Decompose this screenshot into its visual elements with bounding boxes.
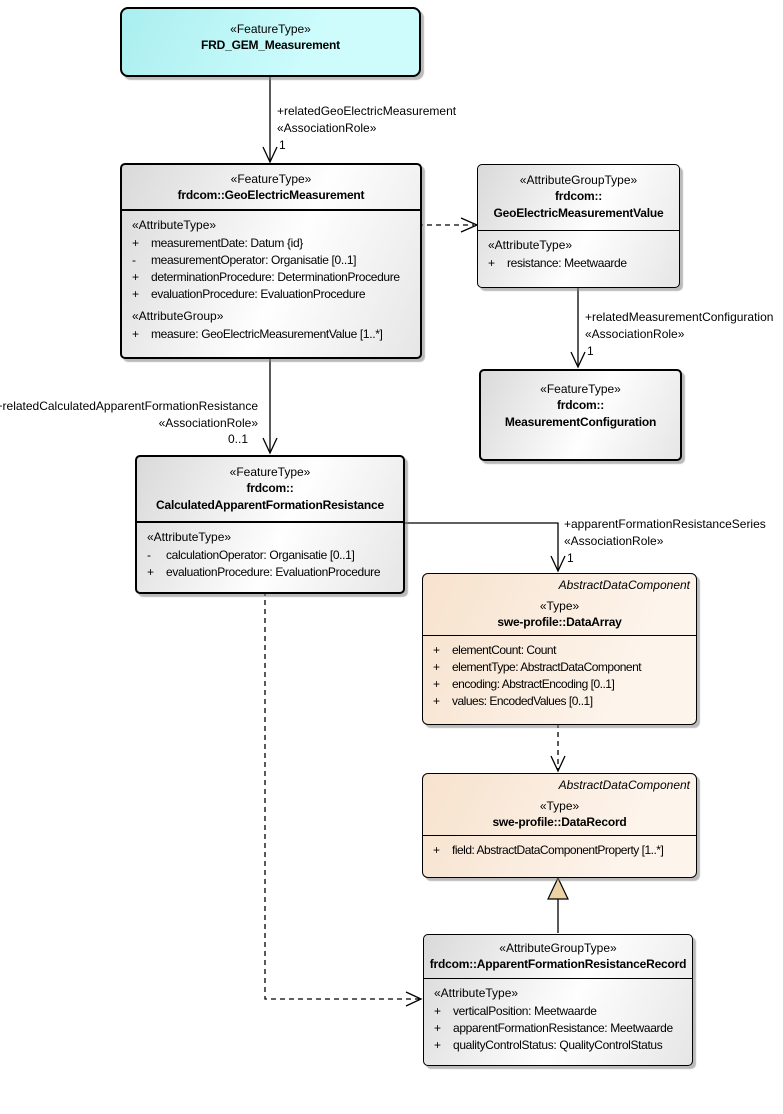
- association-apparent-formation-resistance-series: [401, 522, 566, 573]
- class-name: frdcom::ApparentFormationResistanceRecor…: [429, 957, 687, 971]
- class-name-line2: CalculatedApparentFormationResistance: [156, 498, 384, 512]
- stereotype-label-association-role: «AssociationRole»: [564, 534, 664, 548]
- multiplicity-label: 1: [567, 551, 574, 565]
- attribute-row: + elementCount: Count: [433, 643, 556, 657]
- class-name-line1: frdcom::: [246, 481, 294, 495]
- class-data-array[interactable]: AbstractDataComponent «Type» swe-profile…: [422, 573, 697, 725]
- attribute-row: + measure: GeoElectricMeasurementValue […: [132, 327, 383, 341]
- association-related-measurement-configuration: [570, 286, 586, 369]
- class-geo-electric-measurement[interactable]: «FeatureType» frdcom::GeoElectricMeasure…: [120, 163, 422, 359]
- stereotype-label: «AttributeGroupType»: [499, 941, 617, 955]
- attribute-row: + field: AbstractDataComponentProperty […: [433, 843, 664, 857]
- attribute-row: - measurementOperator: Organisatie [0..1…: [132, 253, 357, 267]
- stereotype-label: «FeatureType»: [230, 22, 311, 36]
- class-name: frdcom::GeoElectricMeasurement: [177, 188, 365, 202]
- parent-class-label: AbstractDataComponent: [558, 778, 690, 792]
- stereotype-label-association-role: «AssociationRole»: [277, 121, 377, 135]
- attribute-group-label: «AttributeType»: [488, 238, 573, 252]
- class-name-line1: frdcom::: [556, 398, 605, 412]
- attribute-group-label: «AttributeType»: [147, 530, 232, 544]
- class-name: FRD_GEM_Measurement: [201, 38, 340, 52]
- role-label-related-geo-electric-measurement: +relatedGeoElectricMeasurement: [277, 104, 457, 118]
- class-name-line2: MeasurementConfiguration: [504, 415, 657, 429]
- attribute-row: - calculationOperator: Organisatie [0..1…: [147, 548, 355, 562]
- stereotype-label: «Type»: [539, 799, 580, 813]
- multiplicity-label: 0..1: [227, 432, 248, 446]
- stereotype-label-association-role: «AssociationRole»: [585, 327, 685, 341]
- attribute-row: + verticalPosition: Meetwaarde: [434, 1004, 597, 1018]
- role-label-apparent-formation-resistance-series: +apparentFormationResistanceSeries: [564, 517, 766, 531]
- attribute-row: + apparentFormationResistance: Meetwaard…: [434, 1021, 673, 1035]
- attribute-row: + elementType: AbstractDataComponent: [433, 660, 642, 674]
- association-related-geo-electric-measurement: [262, 73, 278, 164]
- stereotype-label: «Type»: [539, 599, 580, 613]
- class-calculated-apparent-formation-resistance[interactable]: «FeatureType» frdcom:: CalculatedApparen…: [135, 455, 405, 594]
- parent-class-label: AbstractDataComponent: [558, 578, 690, 592]
- attribute-group-label: «AttributeGroup»: [132, 309, 224, 323]
- class-data-record[interactable]: AbstractDataComponent «Type» swe-profile…: [422, 773, 697, 878]
- multiplicity-label: 1: [279, 138, 286, 152]
- stereotype-label: «FeatureType»: [229, 465, 311, 479]
- attribute-row: + measurementDate: Datum {id}: [132, 236, 303, 250]
- attribute-row: + determinationProcedure: DeterminationP…: [132, 270, 400, 284]
- class-apparent-formation-resistance-record[interactable]: «AttributeGroupType» frdcom::ApparentFor…: [423, 934, 693, 1066]
- role-label-related-calculated-apparent-formation-resistance: +relatedCalculatedApparentFormationResis…: [0, 399, 258, 413]
- class-name: swe-profile::DataArray: [497, 615, 622, 629]
- class-name-line1: frdcom::: [554, 189, 603, 203]
- attribute-row: + evaluationProcedure: EvaluationProcedu…: [132, 287, 366, 301]
- dependency-measure-to-measurement-value: [418, 217, 479, 233]
- class-name: swe-profile::DataRecord: [492, 815, 627, 829]
- class-measurement-configuration[interactable]: «FeatureType» frdcom:: MeasurementConfig…: [479, 369, 682, 461]
- stereotype-label: «FeatureType»: [540, 382, 621, 396]
- association-related-calculated-apparent-formation-resistance: [262, 355, 278, 455]
- dependency-calc-resistance-to-record: [264, 591, 423, 1007]
- class-frd-gem-measurement[interactable]: «FeatureType» FRD_GEM_Measurement: [120, 7, 421, 77]
- multiplicity-label: 1: [587, 344, 594, 358]
- generalization-record-to-data-record: [547, 876, 569, 933]
- role-label-related-measurement-configuration: +relatedMeasurementConfiguration: [585, 310, 774, 324]
- attribute-row: + values: EncodedValues [0..1]: [433, 694, 593, 708]
- attribute-group-label: «AttributeType»: [434, 986, 519, 1000]
- attribute-row: + qualityControlStatus: QualityControlSt…: [434, 1038, 663, 1052]
- attribute-row: + resistance: Meetwaarde: [488, 256, 627, 270]
- attribute-row: + encoding: AbstractEncoding [0..1]: [433, 677, 615, 691]
- class-name-line2: GeoElectricMeasurementValue: [493, 206, 664, 220]
- stereotype-label: «AttributeGroupType»: [519, 173, 638, 187]
- stereotype-label: «FeatureType»: [230, 172, 312, 186]
- attribute-row: + evaluationProcedure: EvaluationProcedu…: [147, 565, 381, 579]
- attribute-group-label: «AttributeType»: [132, 218, 217, 232]
- dependency-data-array-to-data-record: [550, 723, 566, 773]
- class-geo-electric-measurement-value[interactable]: «AttributeGroupType» frdcom:: GeoElectri…: [477, 164, 680, 288]
- stereotype-label-association-role: «AssociationRole»: [158, 416, 258, 430]
